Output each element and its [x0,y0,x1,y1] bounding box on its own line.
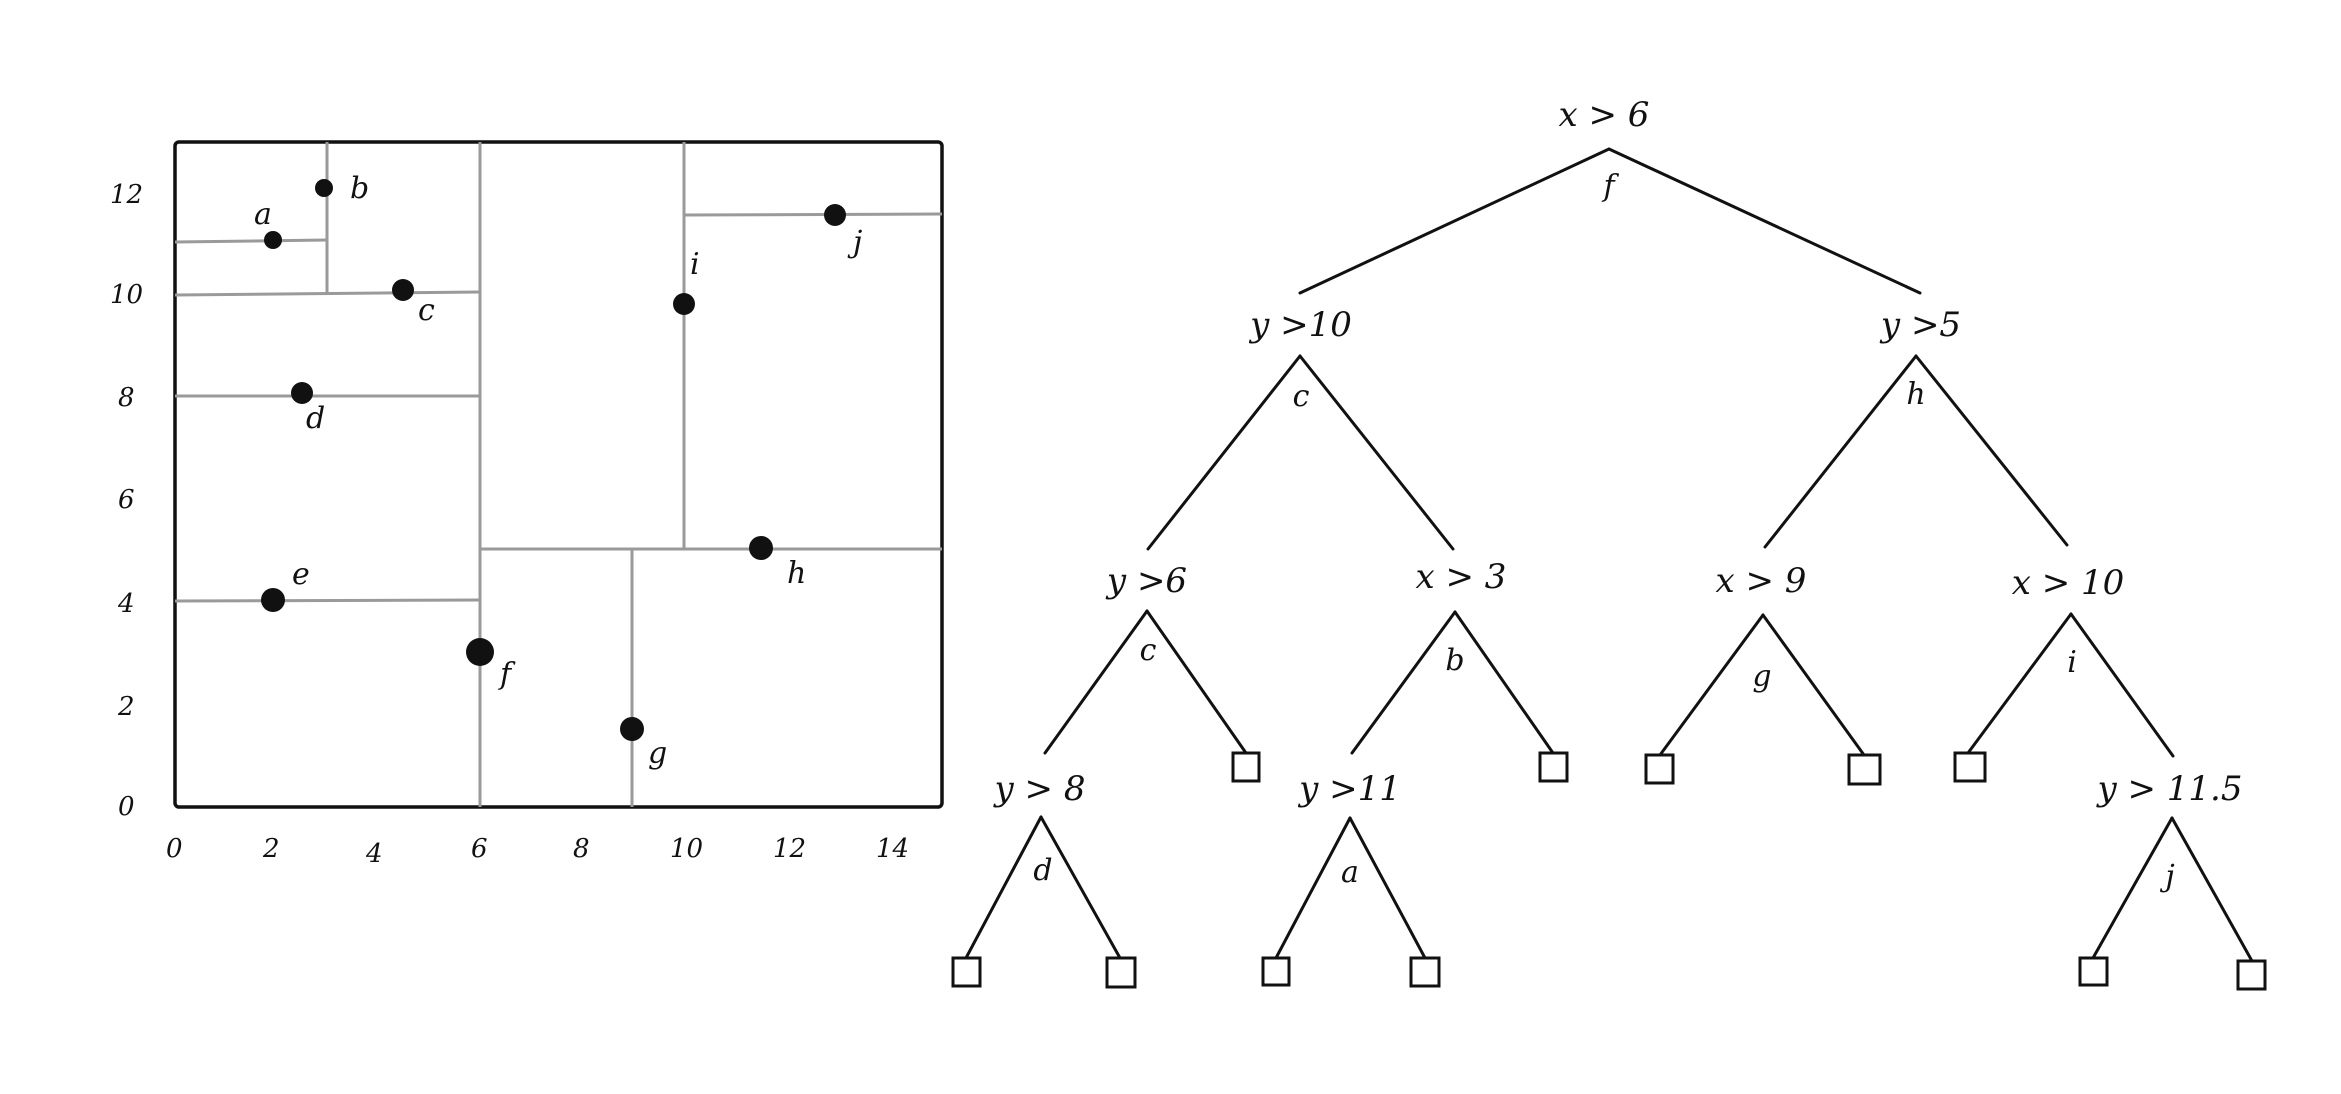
point-e [261,588,285,612]
node-condition: y >10 [1248,305,1352,345]
point-label-d: d [306,401,325,436]
point-label-b: b [350,171,369,206]
point-label-a: a [254,197,272,232]
node-split-point: f [1601,169,1619,204]
point-h [749,536,773,560]
x-tick-8: 8 [573,834,590,864]
point-label-f: f [498,657,516,692]
node-condition: x > 10 [2012,563,2125,603]
x-tick-2: 2 [262,834,280,864]
node-condition: y >5 [1879,305,1961,345]
partition-plot: 0 2 4 6 8 10 12 0 2 4 6 8 10 12 14 a b c [110,140,944,869]
leaf-node [1644,753,1675,785]
node-condition: x > 3 [1416,557,1507,597]
tree-node-x10: x > 10 i [2012,563,2125,680]
tree-node-y8: y > 8 d [993,769,1086,888]
tree-leaves [951,751,2267,991]
y-tick-12: 12 [110,180,143,210]
kd-tree: x > 6 f y >10 c y >5 h y >6 c x > 3 b x … [951,95,2267,991]
tree-node-y10: y >10 c [1248,305,1352,414]
split-lines [174,142,943,807]
leaf-node [1847,753,1882,786]
point-d [291,382,313,404]
node-condition: y > 8 [993,769,1086,809]
leaf-node [1231,751,1261,783]
node-condition: y > 11.5 [2095,769,2242,809]
y-tick-8: 8 [118,383,135,413]
node-split-point: d [1033,853,1052,888]
x-tick-4: 4 [365,839,383,869]
point-label-h: h [787,556,806,591]
node-split-point: i [2067,645,2077,680]
point-label-c: c [418,293,435,328]
tree-node-y6: y >6 c [1105,561,1187,668]
leaf-node [1261,956,1291,987]
point-label-e: e [292,557,310,592]
leaf-node [1409,956,1441,988]
node-split-point: j [2159,859,2174,894]
point-b [315,179,333,197]
node-split-point: h [1906,377,1925,412]
y-tick-10: 10 [110,280,143,310]
x-axis-ticks: 0 2 4 6 8 10 12 14 [166,834,909,869]
tree-node-y115: y > 11.5 j [2095,769,2242,894]
node-condition: y >11 [1297,769,1401,809]
leaf-node [2236,959,2267,991]
leaf-node [951,956,982,988]
node-condition: y >6 [1105,561,1187,601]
x-tick-12: 12 [773,834,806,864]
tree-node-root: x > 6 f [1559,95,1650,204]
leaf-node [1538,751,1569,783]
tree-node-x9: x > 9 g [1716,561,1807,694]
point-g [620,717,644,741]
x-tick-10: 10 [670,834,703,864]
y-axis-ticks: 0 2 4 6 8 10 12 [110,180,143,822]
node-condition: x > 6 [1559,95,1650,135]
split-line-y115 [683,212,943,217]
split-line-y11 [174,238,328,244]
point-a [264,231,282,249]
y-tick-4: 4 [117,589,135,619]
x-tick-6: 6 [471,834,488,864]
plot-frame [173,140,944,809]
node-split-point: a [1341,855,1359,890]
point-j [824,204,846,226]
y-tick-0: 0 [118,792,135,822]
point-label-i: i [690,247,700,282]
leaf-node [1953,751,1987,783]
data-points: a b c d e f g h i j [254,171,862,771]
point-i [673,293,695,315]
leaf-node [2078,956,2109,987]
y-tick-6: 6 [118,485,135,515]
split-line-y4 [174,598,481,603]
split-line-y10 [174,290,481,297]
leaf-node [1105,956,1137,989]
tree-node-y11: y >11 a [1297,769,1401,890]
point-c [392,279,414,301]
tree-edges [964,147,2254,963]
node-split-point: b [1445,643,1464,678]
y-tick-2: 2 [117,692,135,722]
node-split-point: c [1293,379,1310,414]
point-label-g: g [648,736,667,771]
node-split-point: c [1140,633,1157,668]
x-tick-14: 14 [876,834,909,864]
tree-node-x3: x > 3 b [1416,557,1507,678]
x-tick-0: 0 [166,834,183,864]
point-label-j: j [847,225,862,260]
tree-node-y5: y >5 h [1879,305,1961,412]
point-f [466,638,494,666]
node-condition: x > 9 [1716,561,1807,601]
node-split-point: g [1752,659,1771,694]
